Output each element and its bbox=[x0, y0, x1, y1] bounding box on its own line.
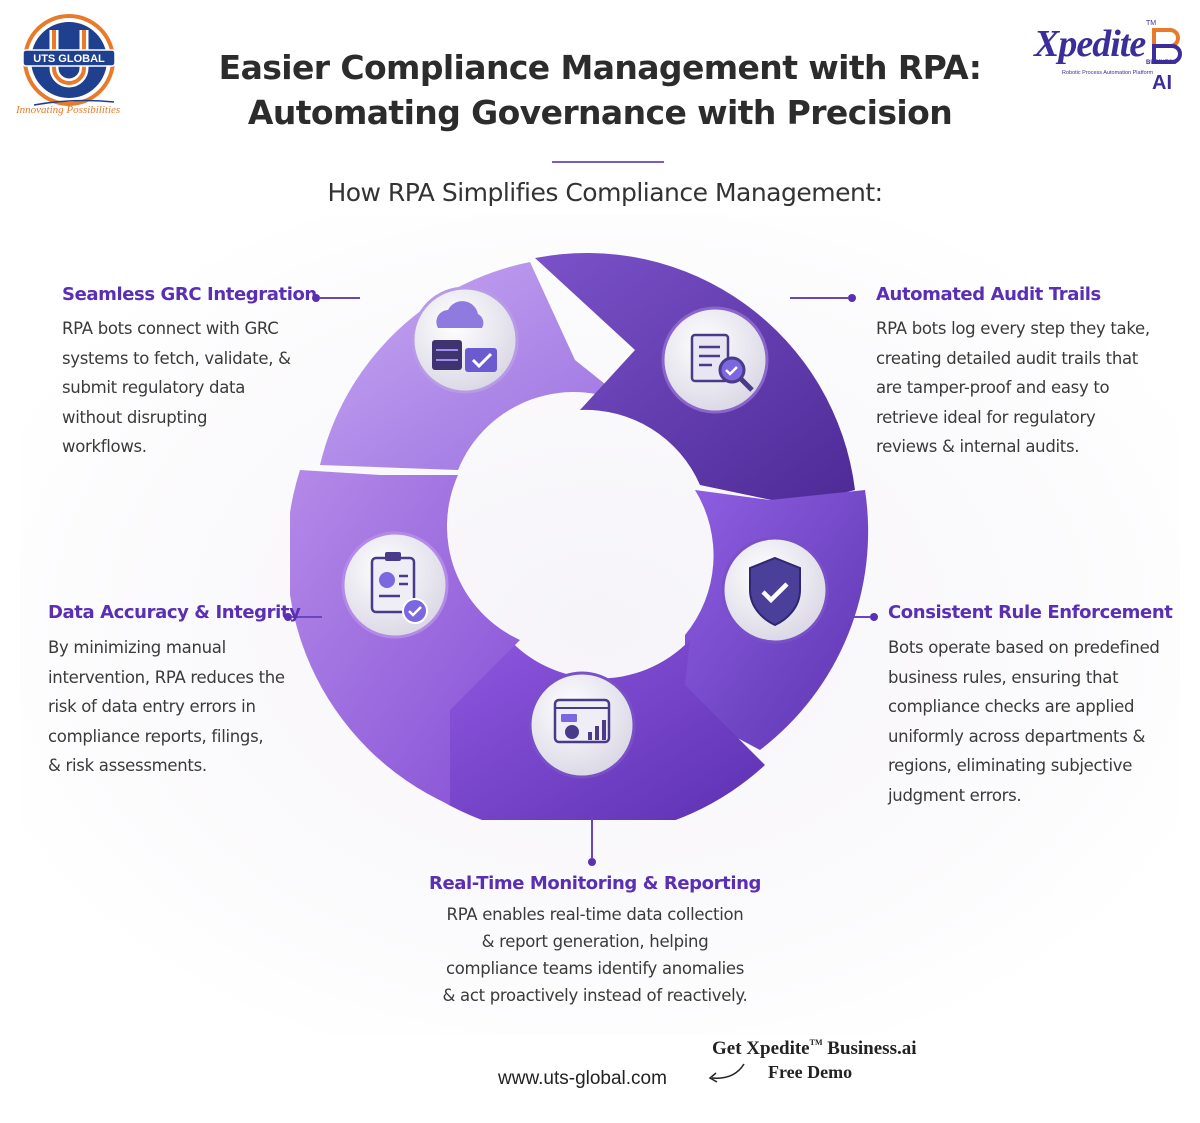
feature-desc-audit: RPA bots log every step they take, creat… bbox=[876, 319, 1150, 456]
clipboard-check-icon bbox=[341, 531, 449, 639]
xpedite-tm: TM bbox=[1146, 20, 1157, 27]
xpedite-logo-word: Xpedite bbox=[1034, 23, 1146, 65]
xpedite-subtitle: Robotic Process Automation Platform bbox=[1062, 70, 1154, 76]
feature-title-grc: Seamless GRC Integration bbox=[62, 284, 317, 305]
feature-title-accuracy: Data Accuracy & Integrity bbox=[48, 602, 301, 623]
cta-line1[interactable]: Get XpediteTM Business.ai bbox=[712, 1038, 917, 1059]
background-wash bbox=[20, 215, 1180, 1035]
connector-line-audit bbox=[790, 297, 848, 299]
feature-desc-grc: RPA bots connect with GRC systems to fet… bbox=[62, 319, 291, 456]
feature-desc-monitoring: RPA enables real-time data collection & … bbox=[442, 905, 748, 1005]
connector-line-grc bbox=[320, 297, 360, 299]
process-cycle-diagram bbox=[290, 252, 869, 820]
cta-free-demo[interactable]: Free Demo bbox=[768, 1062, 853, 1082]
uts-logo-text: UTS GLOBAL bbox=[33, 53, 105, 65]
title-divider bbox=[552, 161, 664, 163]
connector-line-rules bbox=[848, 616, 870, 618]
section-subtitle: How RPA Simplifies Compliance Management… bbox=[327, 178, 883, 207]
connector-dot-rules bbox=[870, 613, 878, 621]
dashboard-chart-icon bbox=[528, 671, 636, 779]
cloud-server-icon bbox=[411, 286, 519, 394]
xpedite-ai-label: AI bbox=[1152, 72, 1172, 94]
page-title-line1: Easier Compliance Management with RPA: bbox=[218, 48, 982, 87]
website-link[interactable]: www.uts-global.com bbox=[498, 1068, 667, 1089]
feature-title-audit: Automated Audit Trails bbox=[876, 284, 1101, 305]
xpedite-b-mark-icon bbox=[1152, 28, 1182, 64]
curved-arrow-icon bbox=[708, 1063, 745, 1083]
page-title-line2: Automating Governance with Precision bbox=[247, 93, 953, 132]
feature-desc-rules: Bots operate based on predefined busines… bbox=[888, 638, 1160, 805]
feature-title-rules: Consistent Rule Enforcement bbox=[888, 602, 1173, 623]
connector-dot-audit bbox=[848, 294, 856, 302]
connector-line-accuracy bbox=[292, 616, 322, 618]
uts-tagline: Innovating Possibilities bbox=[16, 104, 121, 116]
feature-desc-accuracy: By minimizing manual intervention, RPA r… bbox=[48, 638, 285, 775]
document-search-icon bbox=[661, 306, 769, 414]
feature-title-monitoring: Real-Time Monitoring & Reporting bbox=[429, 873, 761, 894]
uts-global-logo: UTS GLOBAL bbox=[22, 14, 116, 106]
connector-dot-grc bbox=[312, 294, 320, 302]
connector-dot-accuracy bbox=[284, 613, 292, 621]
connector-dot-monitoring bbox=[588, 858, 596, 866]
shield-check-icon bbox=[721, 536, 829, 644]
xpedite-business-label: BUSINESS bbox=[1146, 60, 1177, 66]
connector-line-monitoring bbox=[591, 818, 593, 858]
